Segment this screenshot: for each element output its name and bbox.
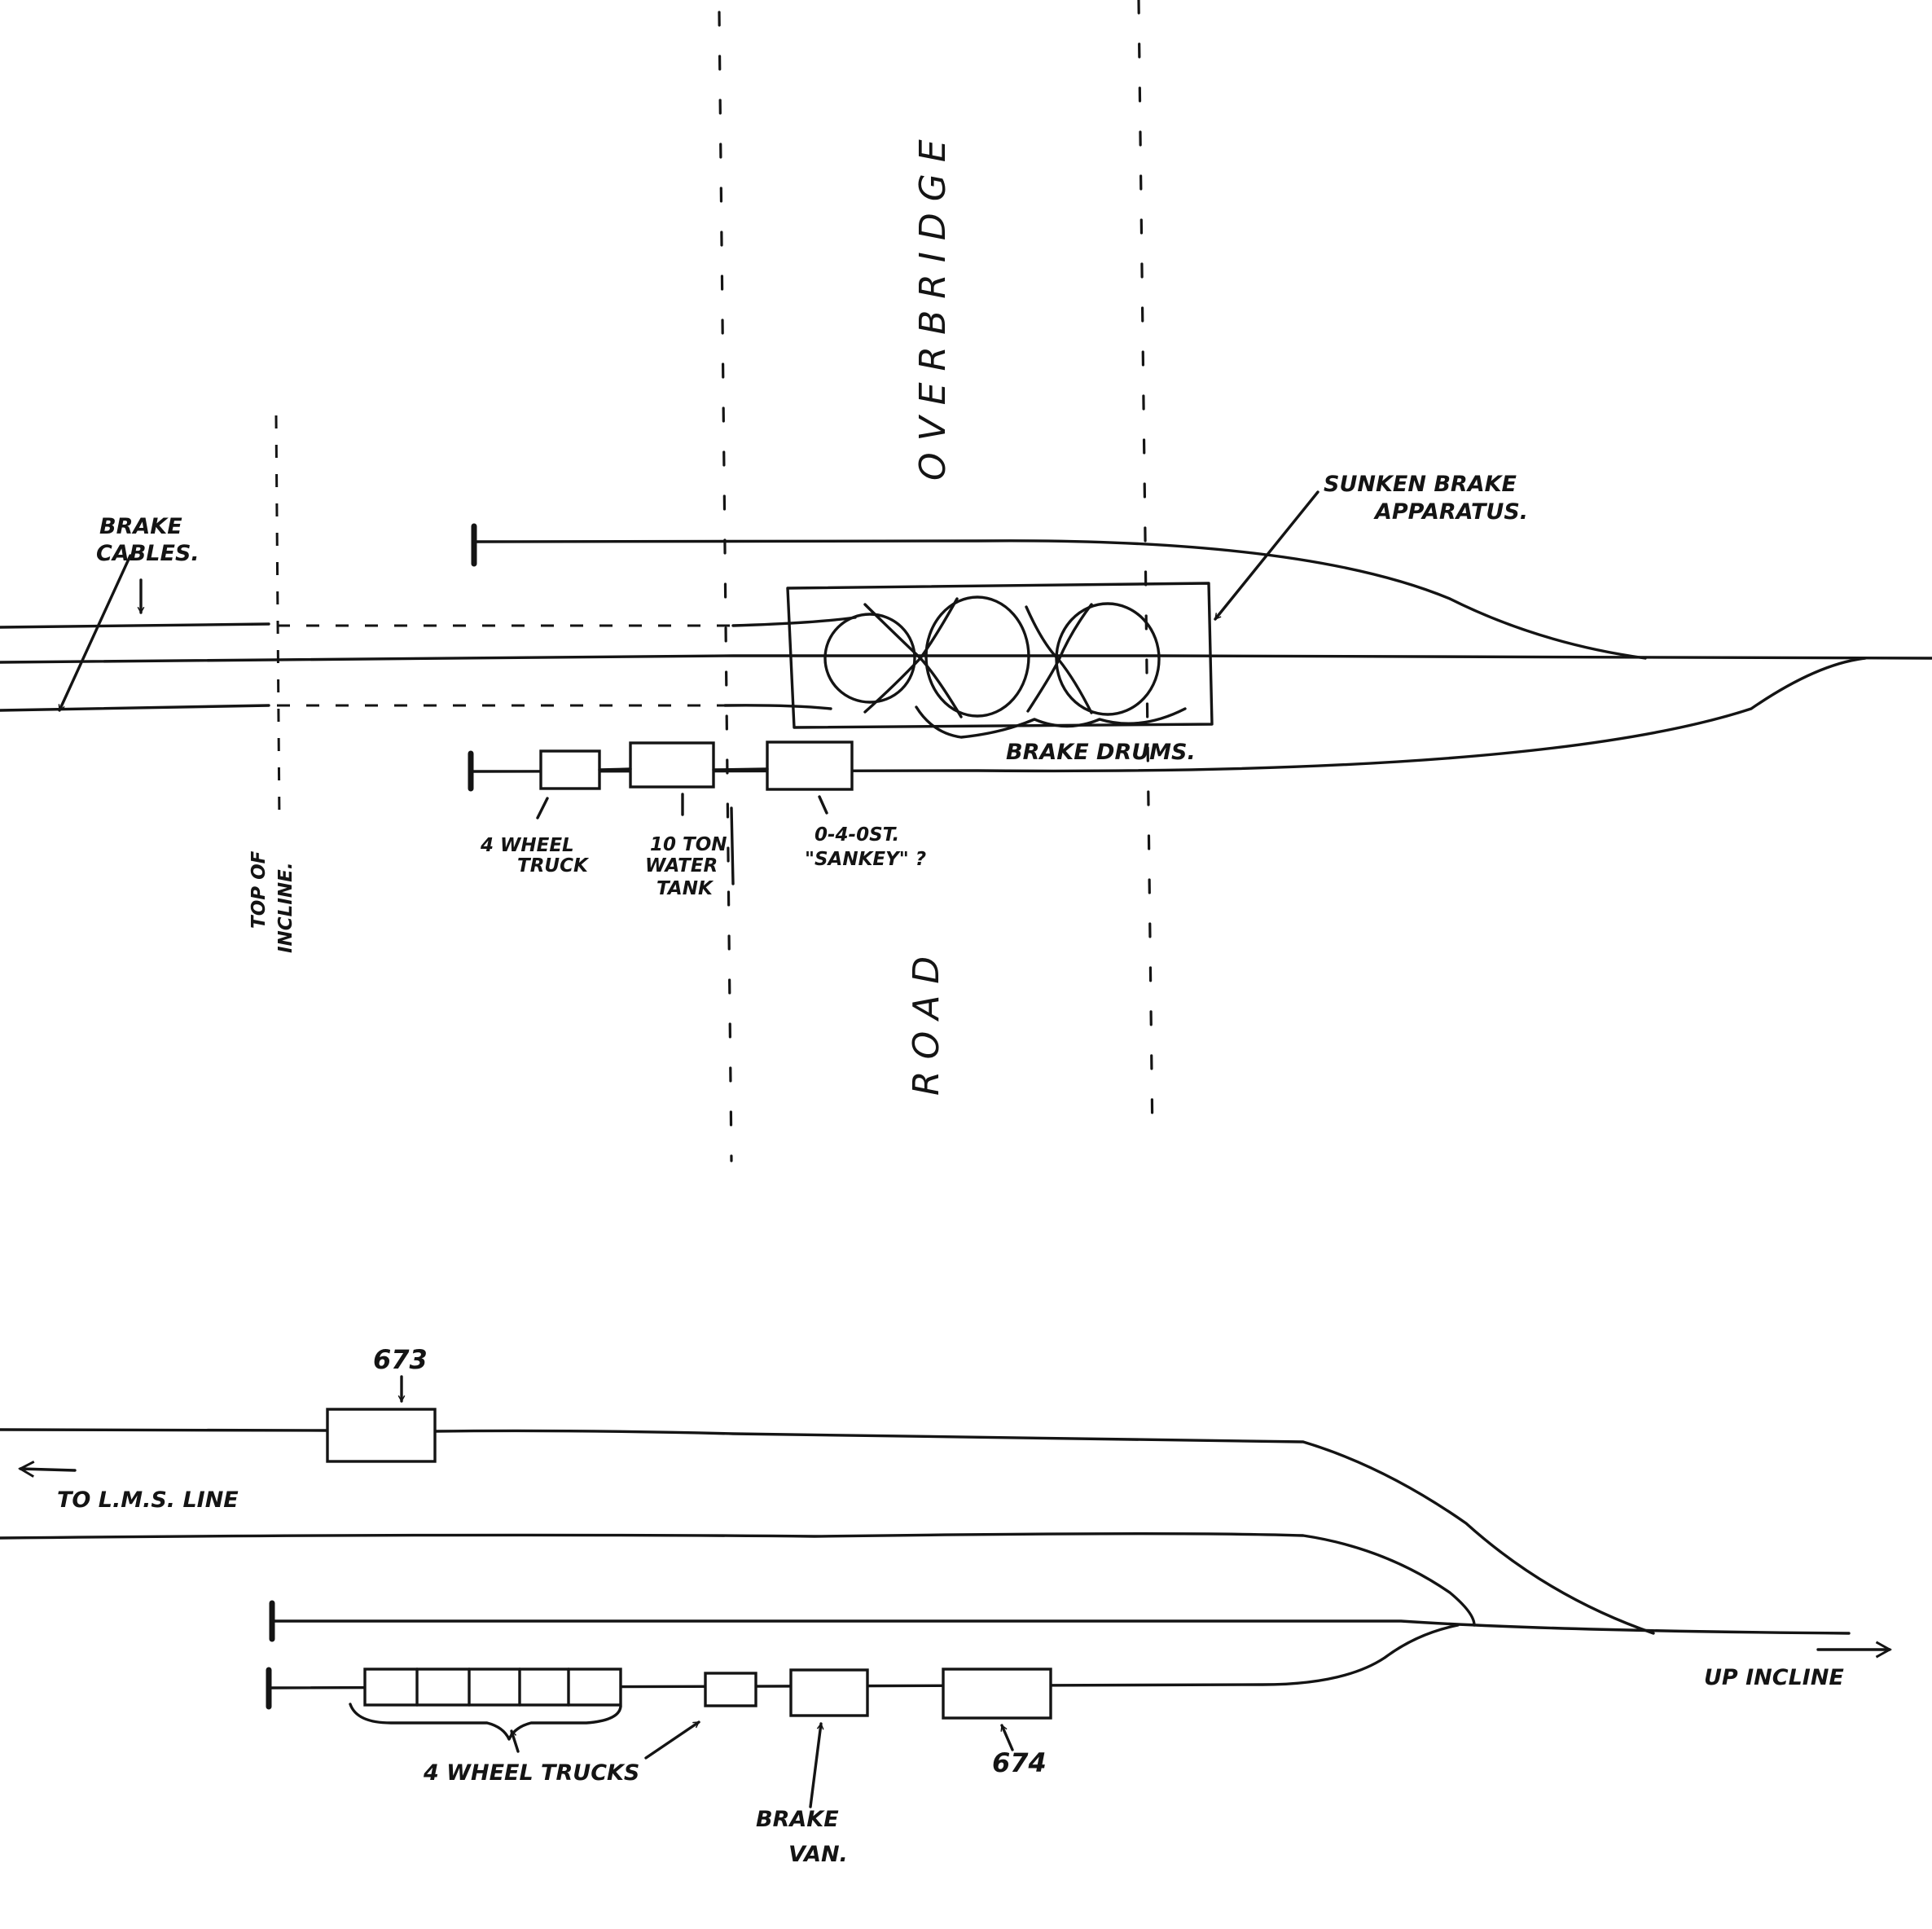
sankey-loco-label-2: "SANKEY" ? bbox=[805, 849, 926, 870]
loco-673-label: 673 bbox=[373, 1344, 428, 1375]
brake-van-label-1: BRAKE bbox=[756, 1807, 839, 1832]
brake-cables-label-1: BRAKE bbox=[99, 514, 182, 539]
brake-cables-label-2: CABLES. bbox=[96, 541, 200, 566]
four-wheel-truck-box bbox=[539, 749, 601, 790]
top-of-incline-label-2: INCLINE. bbox=[275, 862, 296, 953]
brake-drums-label: BRAKE DRUMS. bbox=[1006, 740, 1196, 765]
overbridge-label: OVERBRIDGE bbox=[912, 128, 954, 481]
road-label: ROAD bbox=[906, 945, 947, 1096]
annotation-arrows bbox=[17, 490, 1893, 1808]
top-of-incline-line bbox=[274, 415, 281, 824]
sunken-brake-label-2: APPARATUS. bbox=[1373, 499, 1528, 525]
up-incline-label: UP INCLINE bbox=[1704, 1665, 1844, 1690]
water-tank-label-2: WATER bbox=[645, 855, 718, 877]
sunken-brake-label-1: SUNKEN BRAKE bbox=[1324, 472, 1517, 497]
water-tank-box bbox=[629, 741, 715, 789]
loco-674-label: 674 bbox=[992, 1747, 1047, 1778]
four-wheel-trucks-box bbox=[363, 1668, 622, 1707]
loco-674-box bbox=[942, 1668, 1052, 1720]
water-tank-label-1: 10 TON bbox=[650, 834, 727, 855]
sankey-loco-label-1: 0-4-0ST. bbox=[815, 824, 899, 846]
lower-vehicles bbox=[326, 1408, 1052, 1720]
water-tank-label-3: TANK bbox=[656, 878, 714, 899]
top-of-incline-label-1: TOP OF bbox=[248, 850, 270, 929]
lower-tracks bbox=[0, 1428, 1851, 1710]
overbridge-road-dashed-lines bbox=[718, 0, 1154, 1162]
four-wheel-trucks-label: 4 WHEEL TRUCKS bbox=[423, 1760, 639, 1786]
sunken-brake-apparatus bbox=[786, 582, 1214, 739]
sankey-loco-box bbox=[766, 740, 854, 791]
upper-vehicles bbox=[539, 740, 854, 791]
four-wheel-truck-label-2: TRUCK bbox=[517, 855, 590, 877]
brake-van-label-2: VAN. bbox=[788, 1842, 848, 1867]
four-wheel-truck-label-1: 4 WHEEL bbox=[480, 835, 574, 856]
labels: OVERBRIDGE ROAD TOP OF INCLINE. BRAKE CA… bbox=[57, 128, 1844, 1867]
brake-van-box bbox=[789, 1668, 869, 1717]
to-lms-line-label: TO L.M.S. LINE bbox=[57, 1487, 239, 1513]
loco-673-box bbox=[326, 1408, 437, 1463]
upper-tracks bbox=[0, 523, 1932, 792]
